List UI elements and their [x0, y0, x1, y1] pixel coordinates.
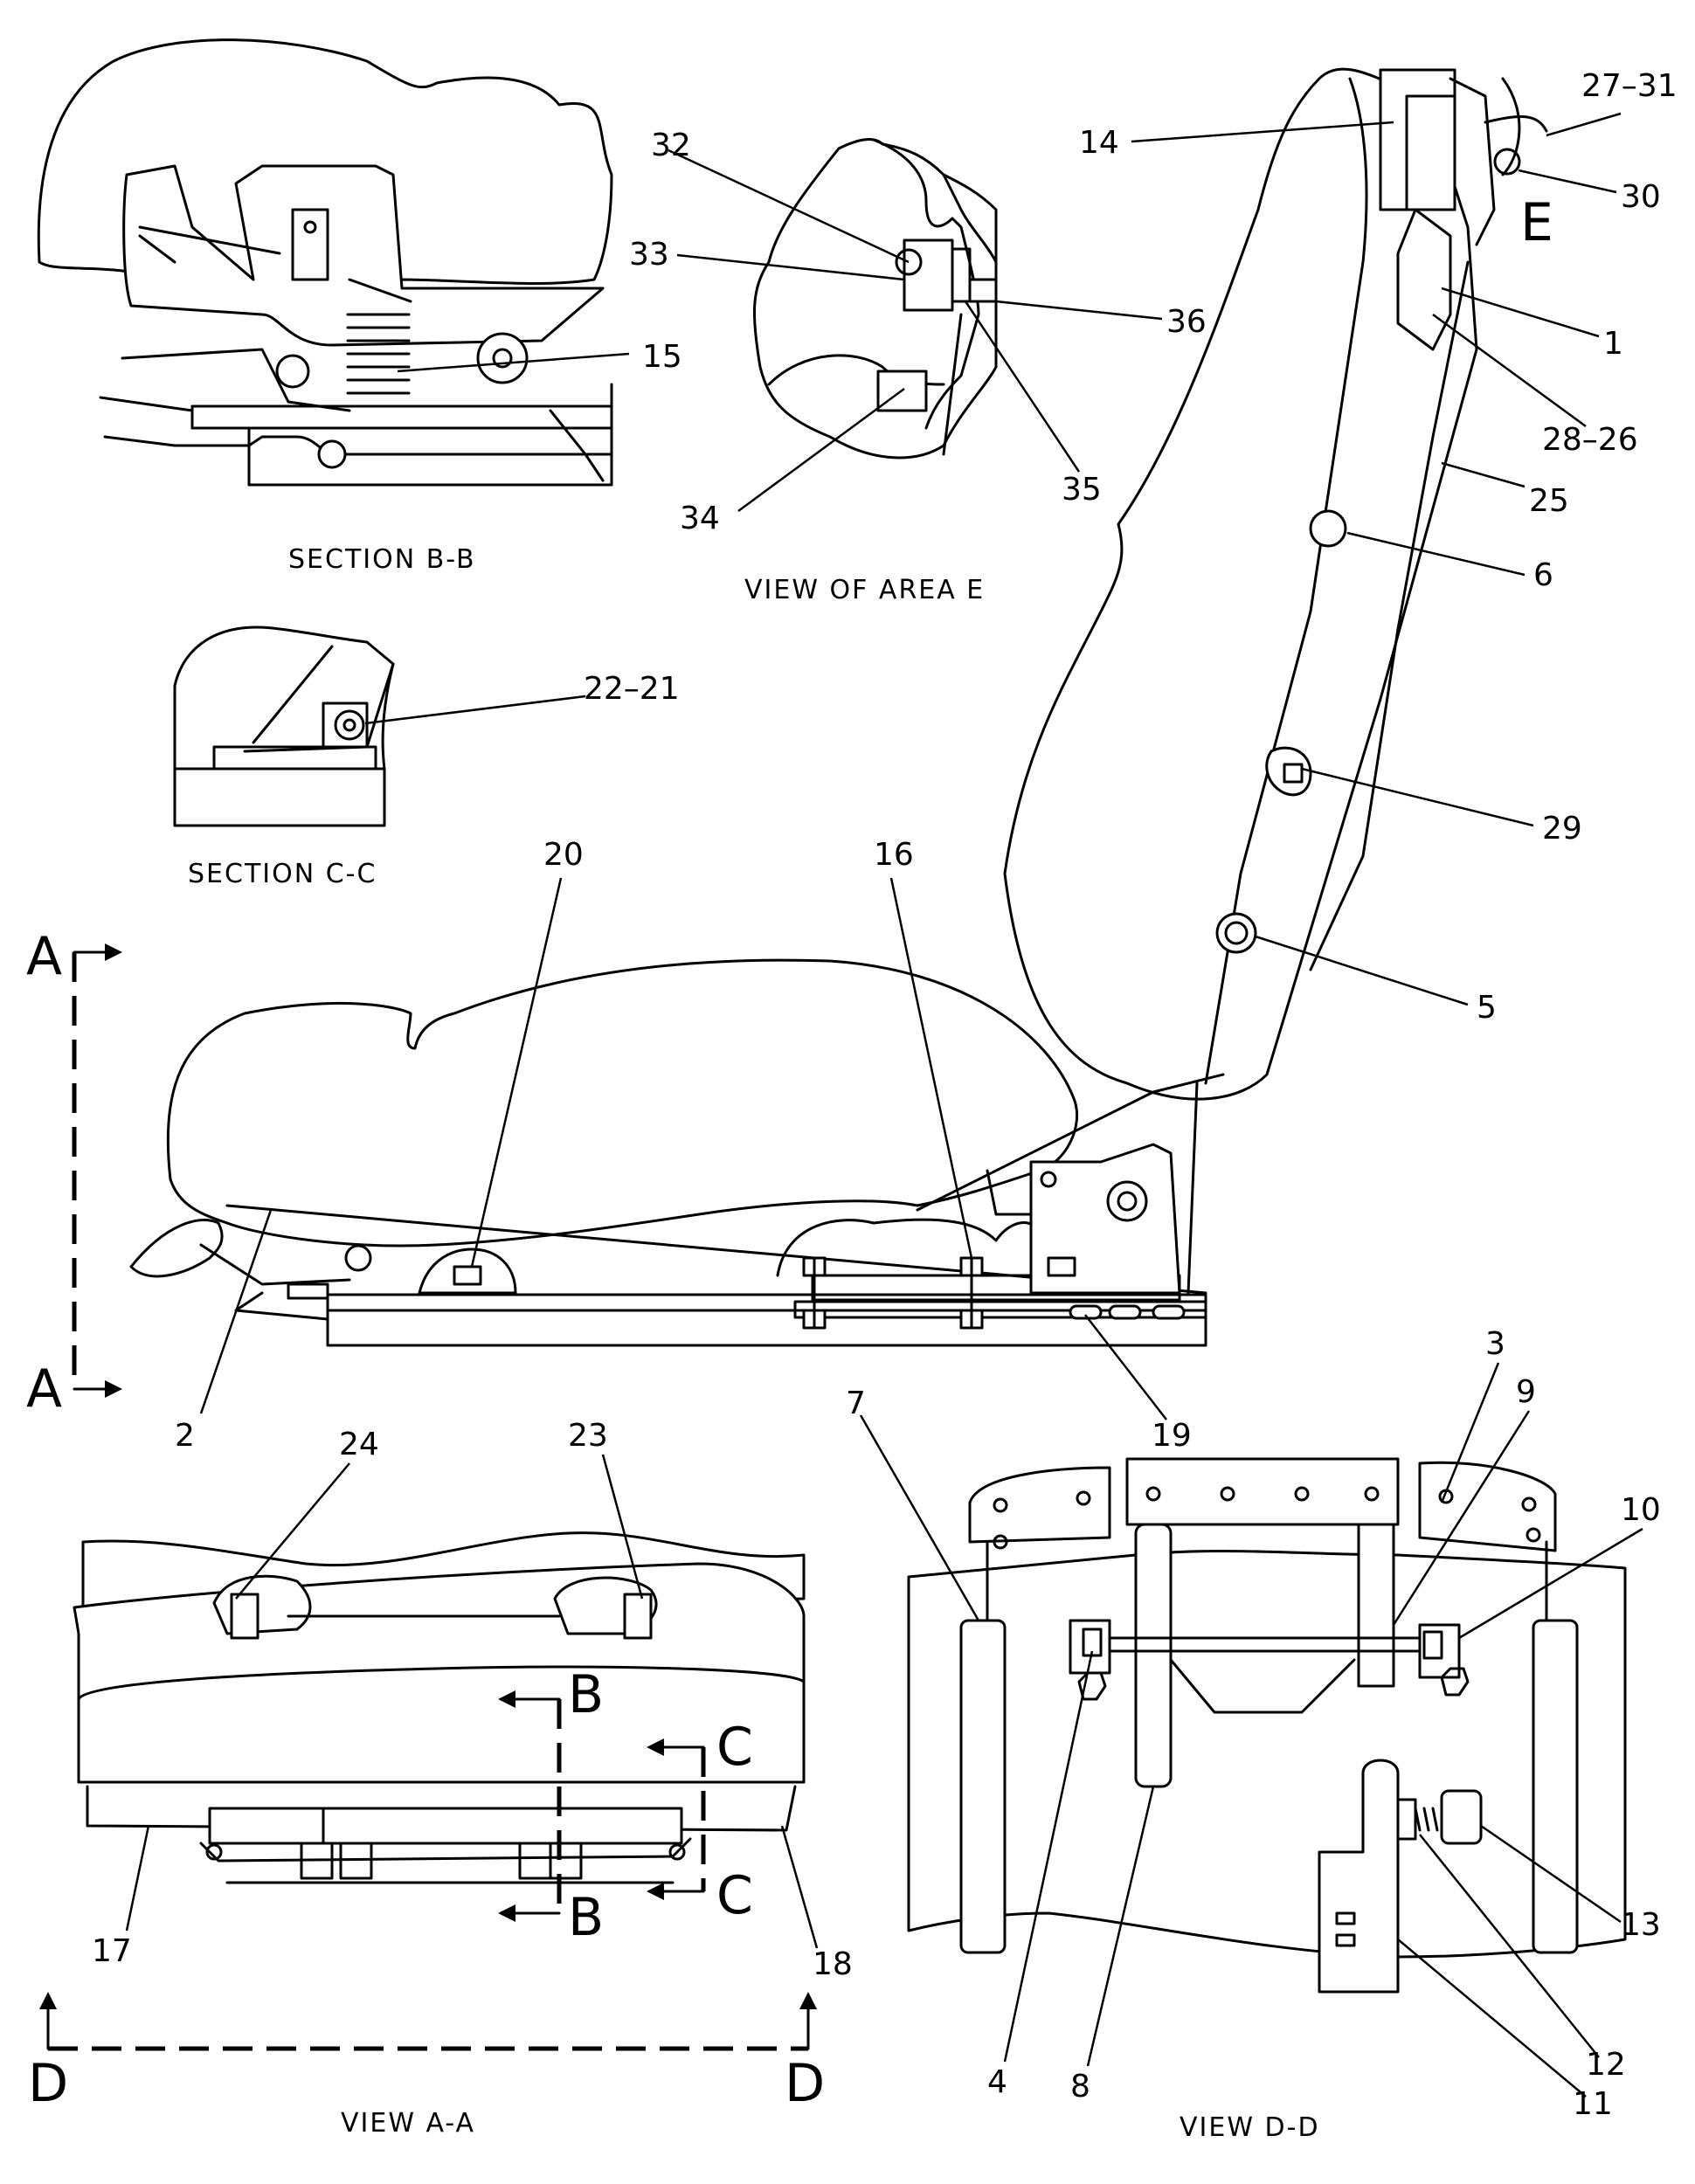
caption-section-c-c: SECTION C-C [188, 859, 377, 889]
leader-lines [125, 112, 1643, 2098]
section-marker-d-left: D [28, 2053, 68, 2114]
view-a-a-drawing [73, 1531, 806, 1884]
callout-15: 15 [642, 339, 682, 375]
view-captions: SECTION B-B VIEW OF AREA E SECTION C-C V… [188, 544, 1320, 2143]
section-marker-c-top: C [716, 1717, 753, 1778]
callout-6: 6 [1533, 557, 1553, 593]
callout-36: 36 [1166, 304, 1207, 340]
section-marker-d-right: D [785, 2053, 825, 2114]
spring-15 [346, 313, 411, 408]
callout-16: 16 [874, 837, 914, 873]
callout-10: 10 [1621, 1492, 1661, 1528]
section-marker-a-bottom: A [26, 1358, 62, 1420]
callout-33: 33 [629, 237, 669, 273]
callout-25: 25 [1529, 483, 1569, 519]
section-c-c-drawing [173, 625, 395, 827]
callout-12: 12 [1586, 2047, 1626, 2083]
callout-11: 11 [1573, 2086, 1613, 2122]
caption-view-a-a: VIEW A-A [341, 2108, 475, 2139]
callout-1: 1 [1603, 326, 1623, 362]
callout-labels: 32 33 36 35 34 15 14 27–31 30 1 28–26 25… [92, 68, 1678, 2122]
callout-19: 19 [1152, 1418, 1192, 1454]
section-markers: E A A B B C C D D [26, 192, 1553, 2114]
section-marker-b-top: B [568, 1664, 604, 1725]
callout-28-26: 28–26 [1542, 422, 1638, 458]
caption-view-area-e: VIEW OF AREA E [744, 575, 985, 605]
caption-view-d-d: VIEW D-D [1180, 2112, 1320, 2143]
callout-35: 35 [1062, 472, 1102, 508]
callout-32: 32 [651, 128, 691, 163]
callout-9: 9 [1516, 1374, 1536, 1410]
callout-7: 7 [846, 1386, 866, 1421]
callout-29: 29 [1542, 811, 1582, 847]
section-marker-a-top: A [26, 926, 62, 987]
callout-23: 23 [568, 1418, 608, 1454]
callout-2: 2 [175, 1418, 195, 1454]
callout-27-31: 27–31 [1581, 68, 1678, 104]
section-marker-b-bottom: B [568, 1887, 604, 1948]
callout-22-21: 22–21 [584, 671, 680, 707]
section-b-b-drawing [37, 38, 613, 487]
section-line-a-a [72, 943, 122, 1398]
callout-3: 3 [1485, 1326, 1505, 1362]
callout-30: 30 [1621, 179, 1661, 215]
callout-5: 5 [1477, 990, 1497, 1026]
section-line-c-c [647, 1738, 706, 1900]
callout-20: 20 [543, 837, 584, 873]
view-d-d-drawing [907, 1457, 1627, 1994]
section-line-b-b [498, 1690, 562, 1922]
section-marker-c-bottom: C [716, 1865, 753, 1926]
callout-13: 13 [1621, 1907, 1661, 1943]
screw-heads [993, 1486, 1541, 1550]
section-marker-e: E [1520, 192, 1553, 253]
section-line-d-d [39, 1992, 817, 2051]
callout-14: 14 [1079, 125, 1119, 161]
caption-section-b-b: SECTION B-B [288, 544, 476, 575]
seat-side-view-drawing [129, 67, 1548, 1347]
callout-24: 24 [339, 1427, 379, 1462]
callout-17: 17 [92, 1933, 132, 1969]
callout-18: 18 [813, 1946, 853, 1982]
callout-8: 8 [1070, 2069, 1090, 2105]
callout-34: 34 [680, 501, 720, 536]
callout-4: 4 [987, 2064, 1007, 2100]
